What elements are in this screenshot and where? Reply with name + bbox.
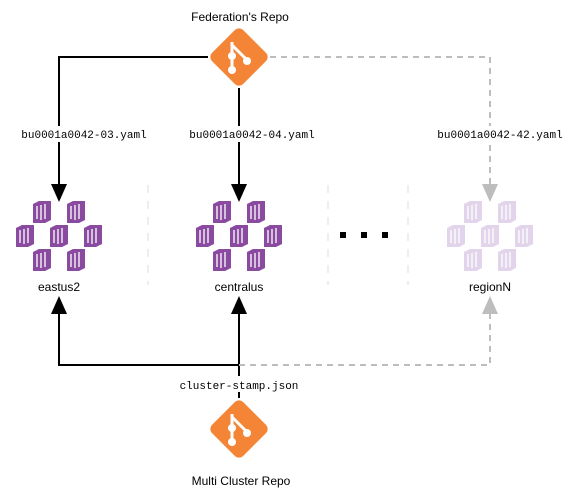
cluster-regionN: regionN xyxy=(447,201,533,294)
svg-text:bu0001a0042-42.yaml: bu0001a0042-42.yaml xyxy=(437,130,562,142)
multi-cluster-repo-label: Multi Cluster Repo xyxy=(192,474,291,488)
column-dividers xyxy=(147,185,409,285)
file-label-regionN: bu0001a0042-42.yaml xyxy=(431,126,571,142)
federation-repo-label: Federation's Repo xyxy=(191,10,289,24)
kubernetes-cluster-icon xyxy=(447,201,533,271)
git-icon xyxy=(206,396,272,462)
kubernetes-cluster-icon xyxy=(16,201,102,271)
connector-eastus2 xyxy=(51,56,208,202)
stamp-file-label: cluster-stamp.json xyxy=(172,376,306,393)
kubernetes-cluster-icon xyxy=(196,201,282,271)
git-icon xyxy=(206,24,272,90)
stamp-connector-regionN xyxy=(239,296,498,366)
cluster-name: centralus xyxy=(215,280,264,294)
svg-text:bu0001a0042-04.yaml: bu0001a0042-04.yaml xyxy=(189,130,314,142)
cluster-centralus: centralus xyxy=(196,201,282,294)
cluster-eastus2: eastus2 xyxy=(16,201,102,294)
svg-text:bu0001a0042-03.yaml: bu0001a0042-03.yaml xyxy=(21,130,146,142)
connector-regionN xyxy=(270,56,498,202)
federation-repo: Federation's Repo xyxy=(191,10,289,90)
federation-connectors xyxy=(51,56,498,202)
cluster-name: eastus2 xyxy=(38,280,80,294)
ellipsis-dots xyxy=(340,232,388,238)
svg-text:cluster-stamp.json: cluster-stamp.json xyxy=(180,381,299,393)
multi-cluster-repo: Multi Cluster Repo xyxy=(192,396,291,488)
file-label-centralus: bu0001a0042-04.yaml xyxy=(181,126,325,142)
file-label-eastus2: bu0001a0042-03.yaml xyxy=(2,126,166,142)
cluster-name: regionN xyxy=(469,280,511,294)
